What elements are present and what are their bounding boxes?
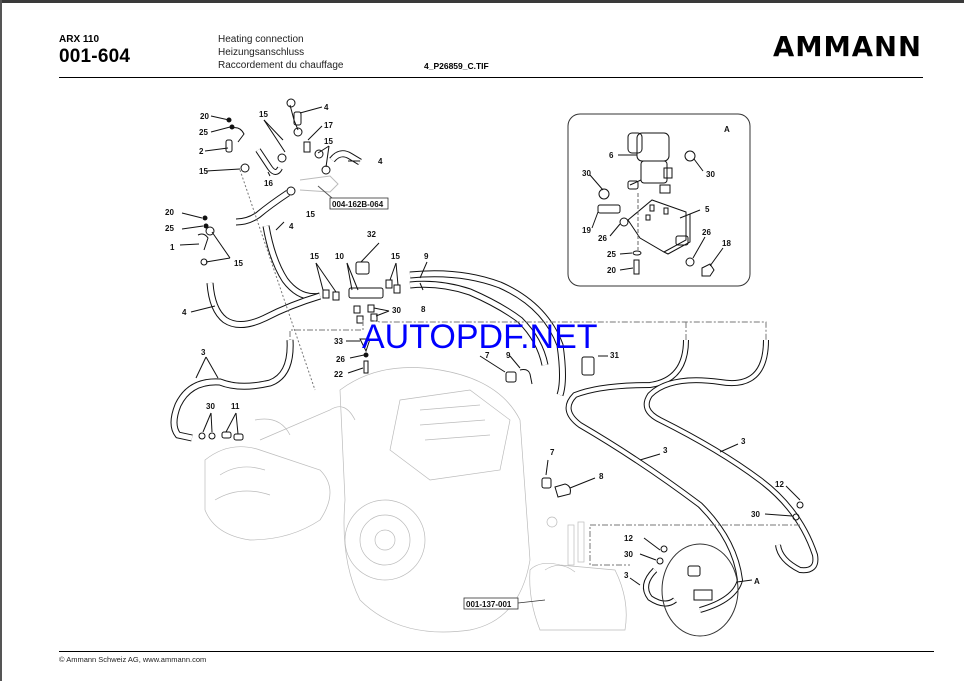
callout-26: 26 xyxy=(336,355,345,364)
callout-32: 32 xyxy=(367,230,376,239)
callout-9: 9 xyxy=(424,252,429,261)
callout-3: 3 xyxy=(624,571,629,580)
window-top-border xyxy=(0,0,964,3)
detail-a-marker-ellipse xyxy=(661,543,739,637)
callout-12: 12 xyxy=(775,480,784,489)
hose-3-right-drawing xyxy=(565,339,819,613)
callout-4: 4 xyxy=(289,222,294,231)
model-name: ARX 110 xyxy=(59,34,100,45)
footer-copyright: © Ammann Schweiz AG, www.ammann.com xyxy=(59,655,207,664)
detail-a-marker-label: A xyxy=(754,577,760,586)
callout-26: 26 xyxy=(702,228,711,237)
watermark: AUTOPDF.NET xyxy=(362,318,598,356)
ammann-logo: AMMANN xyxy=(773,30,922,63)
callout-8: 8 xyxy=(599,472,604,481)
page-titles: Heating connection Heizungsanschluss Rac… xyxy=(218,33,343,72)
callout-15: 15 xyxy=(259,110,268,119)
callout-15: 15 xyxy=(306,210,315,219)
callout-16: 16 xyxy=(264,179,273,188)
callout-18: 18 xyxy=(722,239,731,248)
callout-25: 25 xyxy=(199,128,208,137)
callout-8: 8 xyxy=(421,305,426,314)
callout-15: 15 xyxy=(234,259,243,268)
callout-20: 20 xyxy=(165,208,174,217)
callout-9: 9 xyxy=(506,351,511,360)
detail-a-frame xyxy=(567,113,751,287)
callout-17: 17 xyxy=(324,121,333,130)
window-left-border xyxy=(0,0,2,681)
header-divider xyxy=(59,77,923,78)
callout-31: 31 xyxy=(610,351,619,360)
callout-7: 7 xyxy=(550,448,555,457)
callout-30: 30 xyxy=(706,170,715,179)
callout-30: 30 xyxy=(206,402,215,411)
callout-7: 7 xyxy=(485,351,490,360)
callout-5: 5 xyxy=(705,205,710,214)
callout-30: 30 xyxy=(392,306,401,315)
callout-3: 3 xyxy=(741,437,746,446)
callout-30: 30 xyxy=(582,169,591,178)
solenoid-valve-drawing xyxy=(627,132,673,194)
title-english: Heating connection xyxy=(218,34,304,45)
callout-26: 26 xyxy=(598,234,607,243)
bracket-drawing xyxy=(627,199,691,255)
callout-4: 4 xyxy=(182,308,187,317)
callout-4: 4 xyxy=(324,103,329,112)
callout-10: 10 xyxy=(335,252,344,261)
callout-20: 20 xyxy=(607,266,616,275)
callout-15: 15 xyxy=(391,252,400,261)
callout-4: 4 xyxy=(378,157,383,166)
callout-19: 19 xyxy=(582,226,591,235)
callout-11: 11 xyxy=(231,402,240,411)
title-french: Raccordement du chauffage xyxy=(218,60,344,71)
callout-22: 22 xyxy=(334,370,343,379)
callout-3: 3 xyxy=(201,348,206,357)
footer-divider xyxy=(59,651,934,652)
title-german: Heizungsanschluss xyxy=(218,47,305,58)
callout-25: 25 xyxy=(607,250,616,259)
callout-20: 20 xyxy=(200,112,209,121)
callout-15: 15 xyxy=(199,167,208,176)
callout-15: 15 xyxy=(310,252,319,261)
callout-25: 25 xyxy=(165,224,174,233)
callout-33: 33 xyxy=(334,337,343,346)
callout-30: 30 xyxy=(751,510,760,519)
callout-6: 6 xyxy=(609,151,614,160)
document-number: 001-604 xyxy=(59,46,131,67)
reference-box-001-137-001[interactable]: 001-137-001 xyxy=(463,597,546,610)
reference-label: 001-137-001 xyxy=(466,600,512,609)
reference-box-004-162B-064[interactable]: 004-162B-064 xyxy=(329,197,389,210)
engine-drawing xyxy=(204,367,627,633)
hose-3-left-drawing xyxy=(170,339,294,442)
callout-3: 3 xyxy=(663,446,668,455)
callout-15: 15 xyxy=(324,137,333,146)
callout-30: 30 xyxy=(624,550,633,559)
callout-12: 12 xyxy=(624,534,633,543)
callout-1: 1 xyxy=(170,243,175,252)
image-filename: 4_P26859_C.TIF xyxy=(424,61,489,71)
reference-label: 004-162B-064 xyxy=(332,200,384,209)
ghost-fitting-drawing xyxy=(299,175,339,193)
detail-a-label: A xyxy=(724,125,730,134)
callout-2: 2 xyxy=(199,147,204,156)
